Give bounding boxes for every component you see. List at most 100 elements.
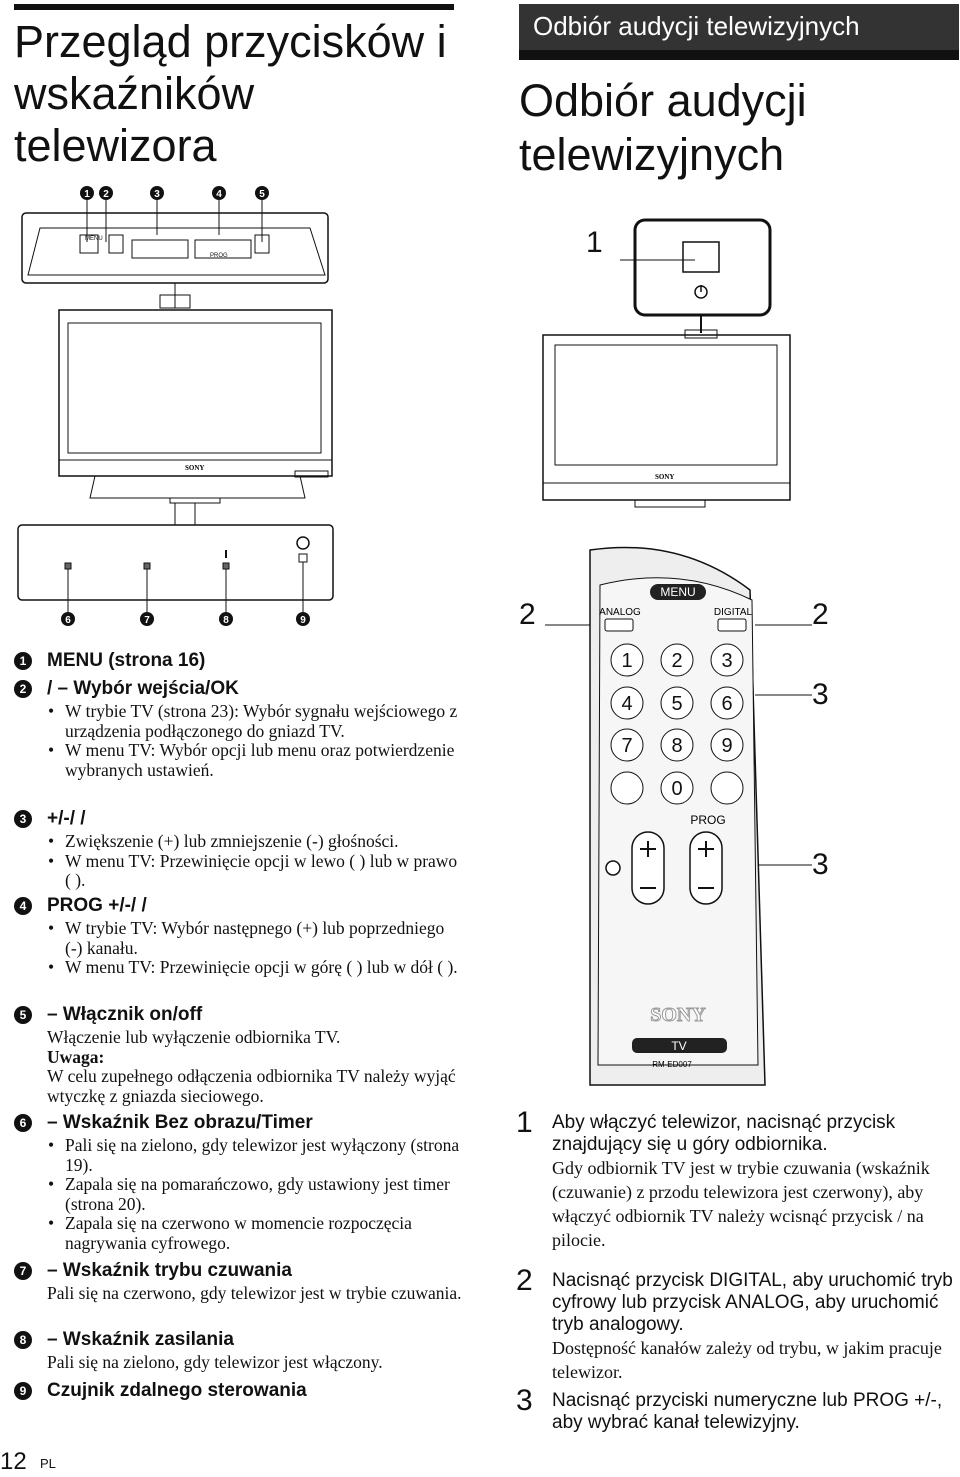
callout-1: 1 (586, 226, 603, 259)
note-label: Uwaga: (47, 1046, 105, 1067)
tv-button-label: TV (671, 1039, 686, 1053)
menu-button[interactable] (650, 584, 706, 600)
header-rule (14, 4, 454, 10)
step-heading: Nacisnąć przycisk DIGITAL, aby uruchomić… (552, 1270, 953, 1335)
panel-num-5: 5 (259, 189, 265, 200)
key-3: 3 (721, 650, 732, 672)
remote-model: RM-ED007 (652, 1060, 692, 1069)
bullet: W menu TV: Wybór opcji lub menu oraz pot… (47, 740, 464, 780)
step-3: 3 Nacisnąć przyciski numeryczne lub PROG… (516, 1384, 956, 1434)
item-number: 4 (14, 897, 32, 915)
bullet: Pali się na zielono, gdy telewizor jest … (47, 1135, 464, 1175)
bullet: W trybie TV (strona 23): Wybór sygnału w… (47, 701, 464, 741)
key-4: 4 (621, 693, 632, 715)
key-1: 1 (621, 650, 632, 672)
item-8: 8 – Wskaźnik zasilania Pali się na zielo… (14, 1327, 464, 1373)
bullet: Zapala się na pomarańczowo, gdy ustawion… (47, 1174, 464, 1214)
step-heading: Aby włączyć telewizor, nacisnąć przycisk… (552, 1112, 896, 1155)
section-rule (519, 50, 959, 60)
item-5: 5 – Włącznik on/off Włączenie lub wyłącz… (14, 1002, 464, 1106)
item-heading: Czujnik zdalnego sterowania (47, 1380, 307, 1401)
key-5: 5 (671, 693, 682, 715)
digital-label: DIGITAL (714, 607, 753, 618)
item-heading: / – Wybór wejścia/OK (47, 678, 239, 699)
step-number: 1 (516, 1106, 533, 1139)
remote-control: MENU ANALOG DIGITAL 1 2 3 4 5 6 7 8 9 0 … (545, 546, 812, 1086)
item-6: 6 – Wskaźnik Bez obrazu/Timer Pali się n… (14, 1110, 464, 1253)
step-1: 1 Aby włączyć telewizor, nacisnąć przyci… (516, 1106, 956, 1252)
number-keypad (610, 643, 744, 805)
key-7: 7 (621, 735, 632, 757)
item-1: 1 MENU (strona 16) (14, 648, 464, 674)
prog-label: PROG (690, 813, 725, 827)
step-number: 3 (516, 1384, 533, 1417)
panel-num-4: 4 (216, 189, 222, 200)
item-heading: MENU (strona 16) (47, 650, 206, 671)
section-title: Odbiór audycji telewizyjnych (519, 75, 807, 180)
ind-num-7: 7 (144, 615, 150, 626)
callout-2-right: 2 (812, 598, 829, 631)
item-heading: +/-/ / (47, 808, 86, 829)
bullet: Zapala się na czerwono w momencie rozpoc… (47, 1213, 464, 1253)
key-9: 9 (721, 735, 732, 757)
item-heading: – Wskaźnik Bez obrazu/Timer (47, 1112, 313, 1133)
item-3: 3 +/-/ / Zwiększenie (+) lub zmniejszeni… (14, 806, 464, 891)
callout-3-top: 3 (812, 678, 829, 711)
tv-brand-small-right: SONY (655, 473, 674, 481)
bullet: W trybie TV: Wybór następnego (+) lub po… (47, 918, 464, 958)
item-number: 1 (14, 652, 32, 670)
panel-num-2: 2 (103, 189, 109, 200)
item-heading: – Wskaźnik trybu czuwania (47, 1260, 292, 1281)
item-7: 7 – Wskaźnik trybu czuwania Pali się na … (14, 1258, 464, 1304)
step-number: 2 (516, 1264, 533, 1297)
page-language: PL (40, 1456, 56, 1471)
menu-button-label: MENU (660, 585, 695, 599)
item-number: 9 (14, 1382, 32, 1400)
key-2: 2 (671, 650, 682, 672)
step-2: 2 Nacisnąć przycisk DIGITAL, aby uruchom… (516, 1264, 956, 1384)
item-number: 8 (14, 1331, 32, 1349)
indicator-number-markers: 6 7 8 9 (61, 612, 310, 626)
item-heading: – Wskaźnik zasilania (47, 1329, 234, 1350)
step-body: Gdy odbiornik TV jest w trybie czuwania … (552, 1158, 930, 1250)
item-heading: PROG +/-/ / (47, 895, 147, 916)
page-title: Przegląd przycisków i wskaźników telewiz… (14, 16, 447, 171)
section-tab: Odbiór audycji telewizyjnych (519, 4, 959, 50)
panel-menu-label: MENU (85, 236, 103, 242)
paragraph: Włączenie lub wyłączenie odbiornika TV. (47, 1027, 341, 1047)
callout-2-left: 2 (519, 598, 536, 631)
bullet: W menu TV: Przewinięcie opcji w lewo ( )… (47, 851, 464, 891)
callout-3-bottom: 3 (812, 848, 829, 881)
paragraph: Pali się na czerwono, gdy telewizor jest… (47, 1283, 462, 1303)
item-heading: – Włącznik on/off (47, 1004, 203, 1025)
panel-num-1: 1 (84, 189, 90, 200)
bullet: Zwiększenie (+) lub zmniejszenie (-) gło… (47, 831, 464, 852)
analog-button[interactable] (604, 618, 634, 632)
digital-button[interactable] (717, 618, 747, 632)
step-heading: Nacisnąć przyciski numeryczne lub PROG +… (552, 1390, 943, 1433)
item-number: 5 (14, 1006, 32, 1024)
paragraph: W celu zupełnego odłączenia odbiornika T… (47, 1066, 456, 1106)
page-number: 12 (0, 1448, 27, 1475)
item-2: 2 / – Wybór wejścia/OK W trybie TV (stron… (14, 676, 464, 780)
panel-num-3: 3 (154, 189, 160, 200)
tv-button[interactable] (632, 1038, 727, 1053)
panel-prog-label: PROG (210, 253, 228, 259)
item-number: 2 (14, 680, 32, 698)
tv-brand-small: SONY (185, 464, 204, 472)
item-9: 9 Czujnik zdalnego sterowania (14, 1378, 464, 1404)
step-body: Dostępność kanałów zależy od trybu, w ja… (552, 1338, 942, 1382)
tv-power-diagram: SONY (542, 218, 791, 508)
ind-num-9: 9 (300, 615, 306, 626)
item-4: 4 PROG +/-/ / W trybie TV: Wybór następne… (14, 893, 464, 978)
panel-number-markers: 1 2 3 4 5 (80, 186, 269, 200)
remote-brand: SONY (650, 1004, 706, 1026)
key-0: 0 (671, 778, 682, 800)
item-number: 7 (14, 1262, 32, 1280)
key-8: 8 (671, 735, 682, 757)
item-number: 3 (14, 810, 32, 828)
mute-button[interactable] (605, 860, 621, 876)
bullet: W menu TV: Przewinięcie opcji w górę ( )… (47, 957, 464, 978)
key-6: 6 (721, 693, 732, 715)
ind-num-8: 8 (223, 615, 229, 626)
